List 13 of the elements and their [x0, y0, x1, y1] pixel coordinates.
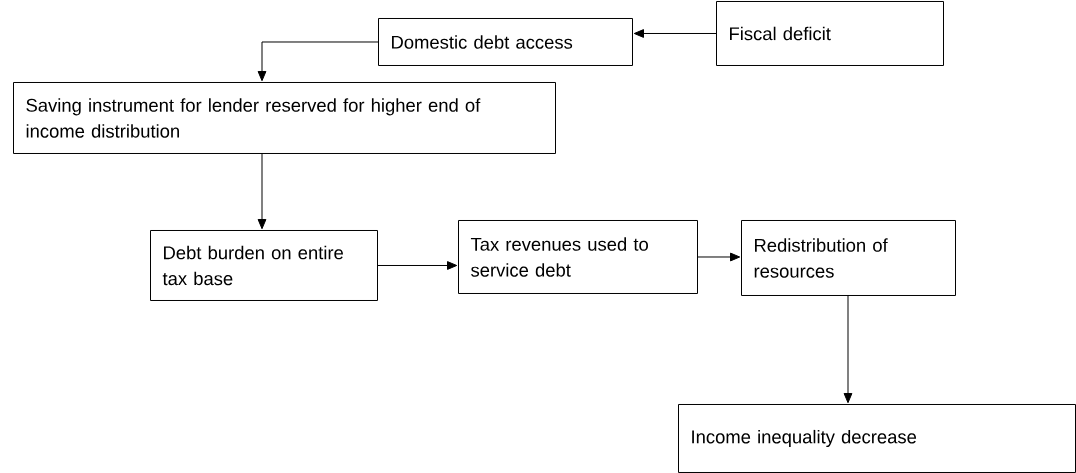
process-box: Debt burden on entire tax base [150, 230, 378, 301]
process-box: Income inequality decrease [678, 404, 1076, 473]
process-box: Tax revenues used to service debt [458, 220, 698, 294]
process-box: Saving instrument for lender reserved for higher end of income distribution [13, 82, 556, 154]
process-box: Domestic debt access [378, 18, 633, 66]
arrow [377, 261, 458, 270]
arrow [843, 294, 853, 404]
arrow [633, 29, 717, 38]
arrow [257, 41, 379, 82]
process-box: Redistribution of resources [741, 220, 956, 296]
arrow [697, 252, 741, 262]
arrow [257, 152, 267, 230]
process-box: Fiscal deficit [716, 1, 944, 66]
